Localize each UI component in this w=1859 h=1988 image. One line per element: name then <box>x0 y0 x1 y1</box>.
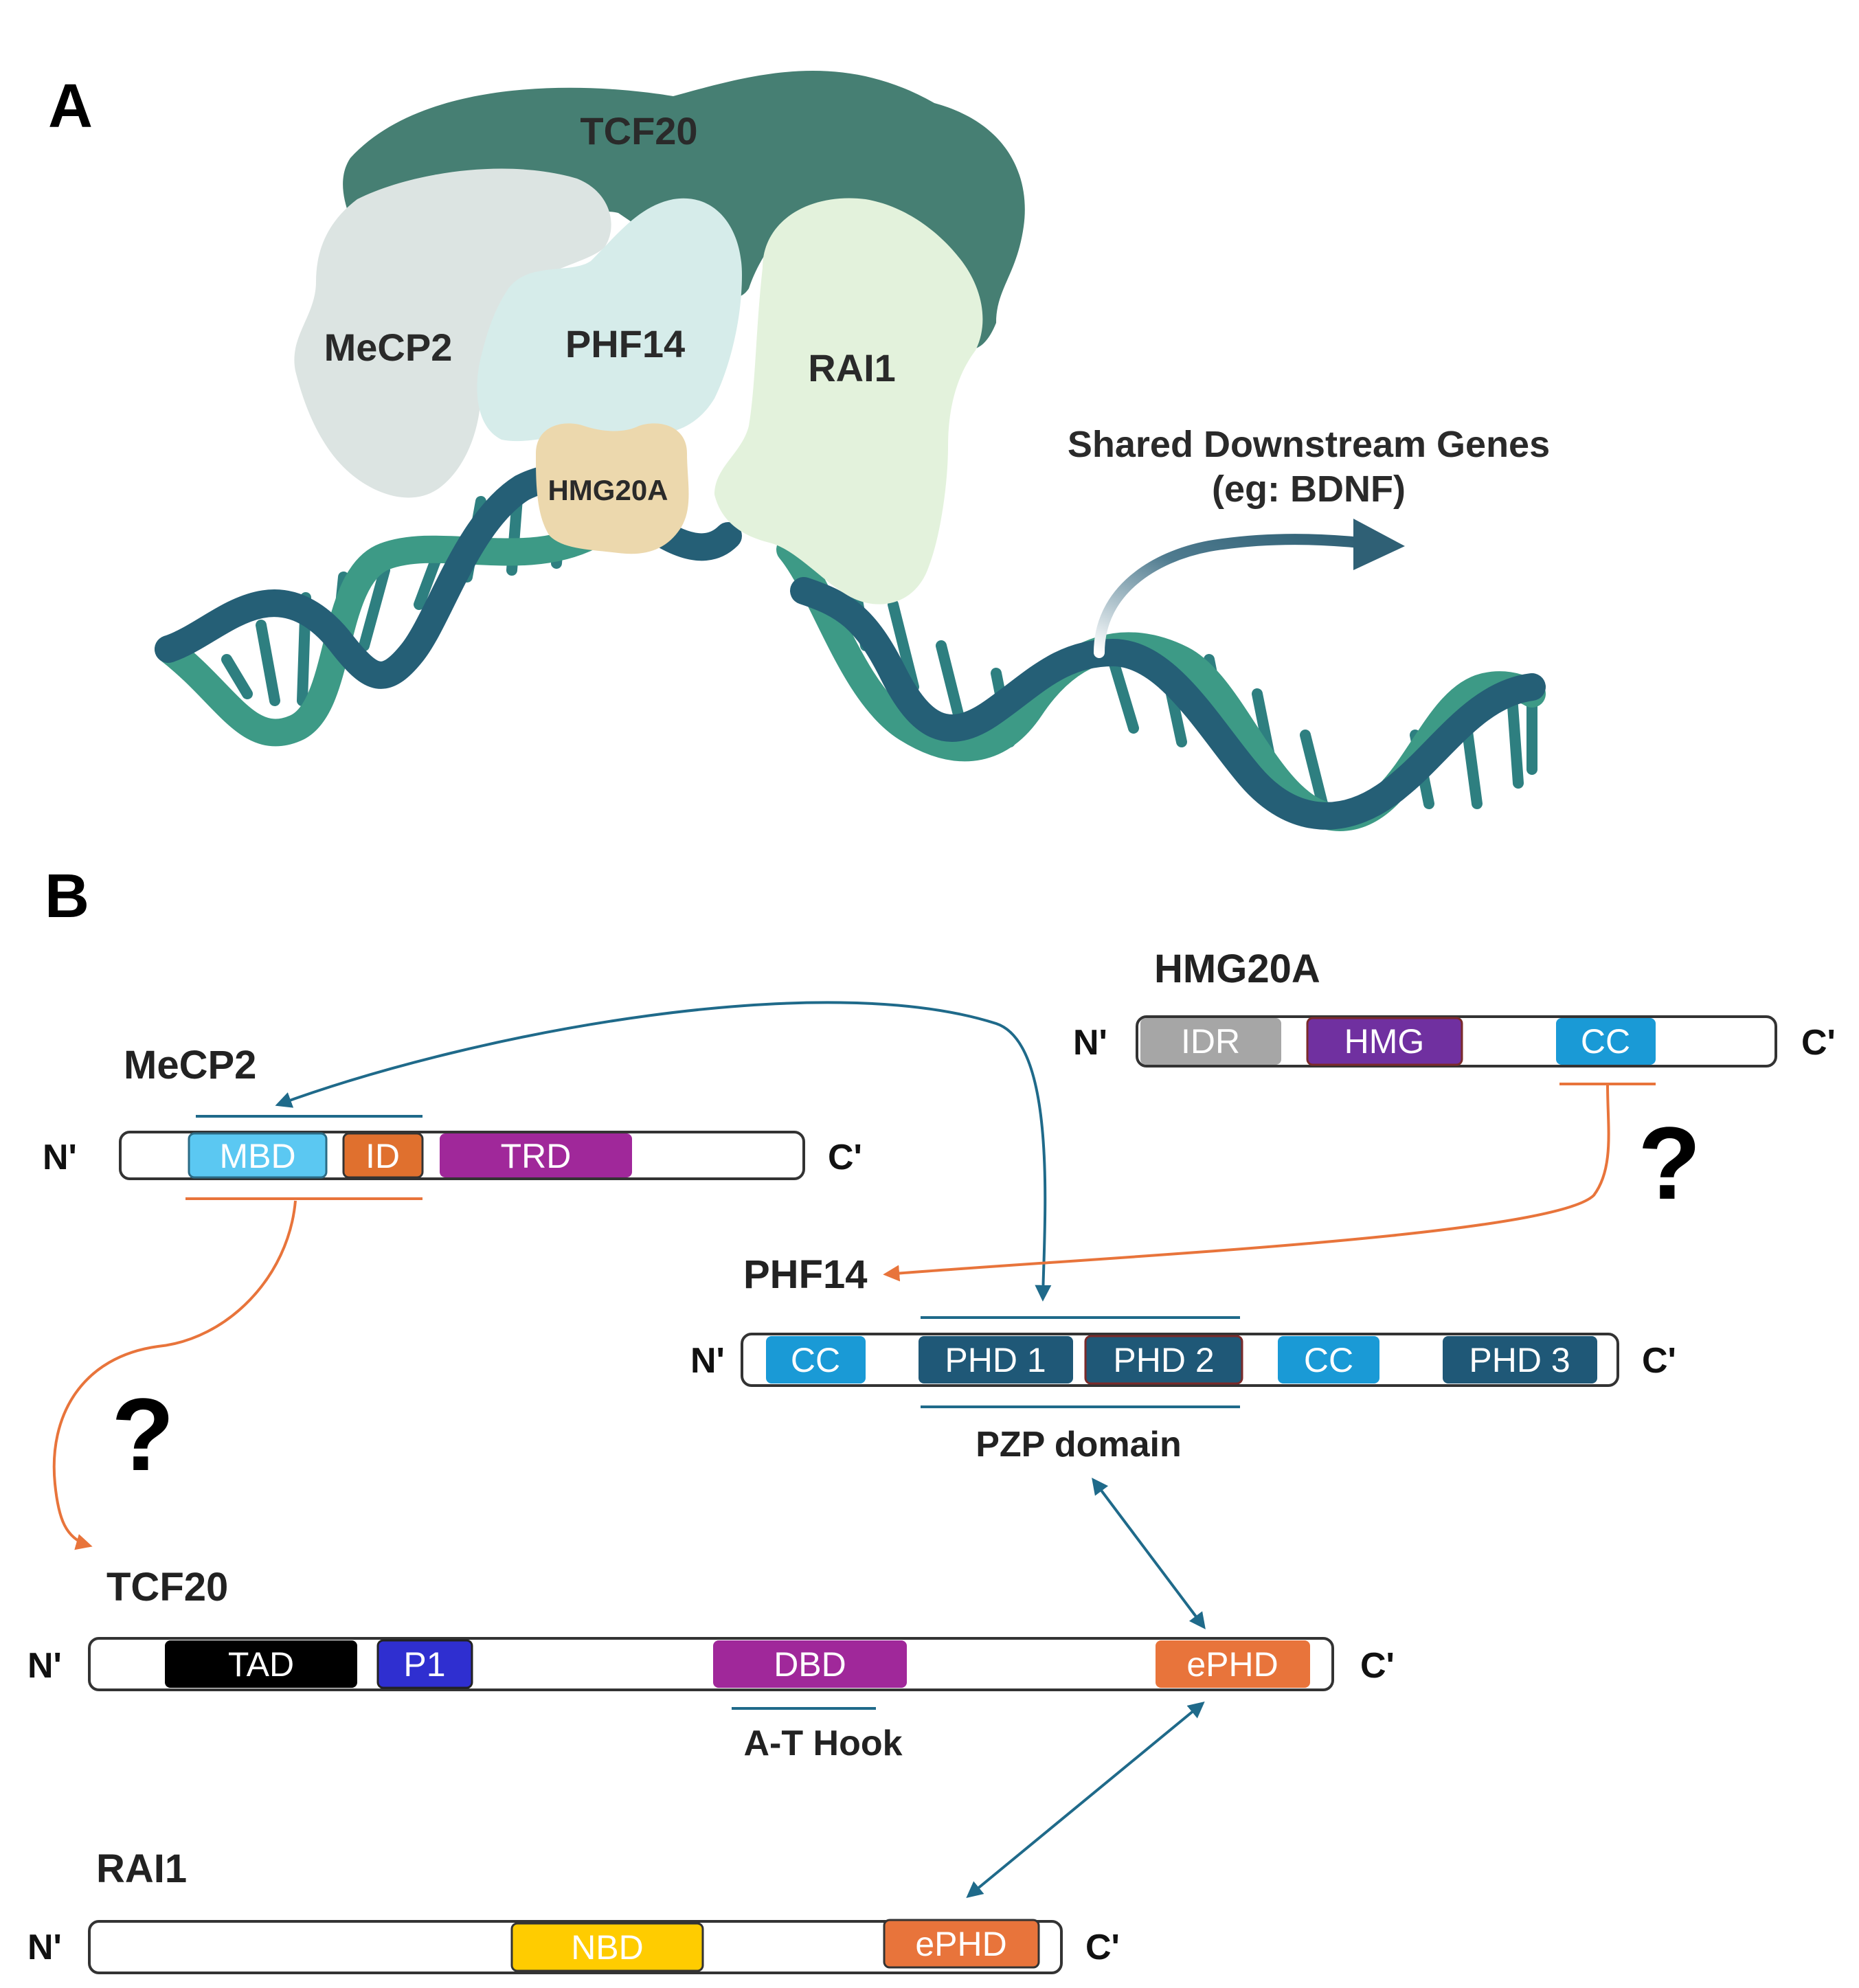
tcf20-tad-domain <box>165 1640 357 1688</box>
mecp2-protein: MeCP2 N' MBD ID TRD C' <box>43 1043 862 1200</box>
tcf20-protein: TCF20 N' TAD P1 DBD ePHD C' A-T Hook <box>27 1565 1395 1763</box>
hmg20a-c-terminus: C' <box>1801 1023 1836 1063</box>
mecp2-n-terminus: N' <box>43 1138 77 1177</box>
phf14-n-terminus: N' <box>690 1341 725 1381</box>
mecp2-tcf20-question-mark: ? <box>111 1377 174 1492</box>
hmg20a-hmg-label: HMG <box>1344 1022 1425 1061</box>
tcf20-ephd-label: ePHD <box>1186 1645 1278 1684</box>
rai1-c-terminus: C' <box>1085 1928 1120 1967</box>
hmg20a-name: HMG20A <box>1154 947 1320 991</box>
rai1-ephd-label: ePHD <box>915 1925 1006 1963</box>
hmg20a-cc-domain <box>1556 1018 1656 1065</box>
phf14-name: PHF14 <box>743 1252 868 1297</box>
hmg20a-hmg-domain <box>1306 1017 1463 1066</box>
phf14-tcf20-interaction-arrow <box>1092 1478 1206 1629</box>
phf14-c-terminus: C' <box>1642 1341 1676 1381</box>
phf14-phd3-label: PHD 3 <box>1469 1341 1570 1379</box>
rai1-nbd-label: NBD <box>571 1928 644 1967</box>
hmg20a-n-terminus: N' <box>1073 1023 1107 1063</box>
mecp2-blob <box>294 168 611 498</box>
mecp2-mbd-label: MBD <box>219 1137 295 1175</box>
tcf20-at-hook-label: A-T Hook <box>743 1724 902 1763</box>
rai1-nbd-domain <box>510 1922 704 1972</box>
mecp2-tcf20-interaction-arrow <box>52 1200 297 1550</box>
downstream-genes-label-line2: (eg: BDNF) <box>1212 468 1406 510</box>
downstream-genes-arrow <box>1094 534 1366 658</box>
downstream-genes-arrowhead <box>1353 519 1405 570</box>
phf14-cc1-domain <box>766 1336 866 1383</box>
mecp2-label: MeCP2 <box>324 326 453 369</box>
tcf20-tad-label: TAD <box>228 1645 294 1684</box>
tcf20-name: TCF20 <box>106 1565 228 1609</box>
phf14-phd2-label: PHD 2 <box>1113 1341 1214 1379</box>
phf14-label: PHF14 <box>565 322 685 365</box>
mecp2-trd-label: TRD <box>501 1137 572 1175</box>
hmg20a-cc-label: CC <box>1581 1022 1630 1061</box>
tcf20-c-terminus: C' <box>1360 1646 1395 1686</box>
rai1-name: RAI1 <box>96 1846 187 1891</box>
tcf20-dbd-domain <box>713 1640 907 1688</box>
rai1-ephd-domain <box>883 1919 1040 1969</box>
phf14-protein: PHF14 N' CC PHD 1 PHD 2 CC PHD 3 C' PZP … <box>690 1252 1676 1465</box>
phf14-phd3-domain <box>1443 1336 1597 1383</box>
tcf20-n-terminus: N' <box>27 1646 62 1686</box>
phf14-cc2-label: CC <box>1304 1341 1353 1379</box>
phf14-pzp-label: PZP domain <box>976 1425 1182 1465</box>
phf14-cc1-label: CC <box>791 1341 840 1379</box>
hmg20a-idr-label: IDR <box>1181 1022 1240 1061</box>
hmg20a-label: HMG20A <box>548 474 668 506</box>
phf14-blob <box>477 198 742 442</box>
rai1-n-terminus: N' <box>27 1928 62 1967</box>
rai1-protein: RAI1 N' NBD ePHD C' <box>27 1846 1120 1974</box>
hmg20a-phf14-interaction-arrow <box>883 1085 1610 1282</box>
phf14-phd1-domain <box>919 1336 1073 1383</box>
tcf20-dbd-label: DBD <box>774 1645 846 1684</box>
tcf20-rai1-interaction-arrow <box>966 1701 1205 1899</box>
tcf20-p1-label: P1 <box>403 1645 445 1684</box>
mecp2-c-terminus: C' <box>828 1138 862 1177</box>
tcf20-p1-domain <box>376 1639 473 1689</box>
phf14-mecp2-interaction-arrow <box>275 1001 1052 1302</box>
panel-b-letter: B <box>45 862 89 931</box>
phf14-phd2-domain <box>1084 1335 1243 1385</box>
rai1-blob <box>714 198 983 605</box>
phf14-phd1-label: PHD 1 <box>945 1341 1046 1379</box>
phf14-cc2-domain <box>1278 1336 1379 1383</box>
hmg20a-protein: HMG20A N' IDR HMG CC C' <box>1073 947 1836 1068</box>
panel-a-letter: A <box>48 72 93 141</box>
hmg20a-blob <box>536 423 689 554</box>
downstream-genes-label-line1: Shared Downstream Genes <box>1068 424 1550 465</box>
mecp2-id-label: ID <box>365 1137 400 1175</box>
tcf20-ephd-domain <box>1156 1640 1310 1688</box>
rai1-label: RAI1 <box>808 346 896 389</box>
tcf20-label: TCF20 <box>580 109 697 153</box>
hmg20a-idr-domain <box>1140 1018 1281 1065</box>
hmg20a-phf14-question-mark: ? <box>1638 1105 1701 1221</box>
mecp2-name: MeCP2 <box>124 1043 256 1087</box>
